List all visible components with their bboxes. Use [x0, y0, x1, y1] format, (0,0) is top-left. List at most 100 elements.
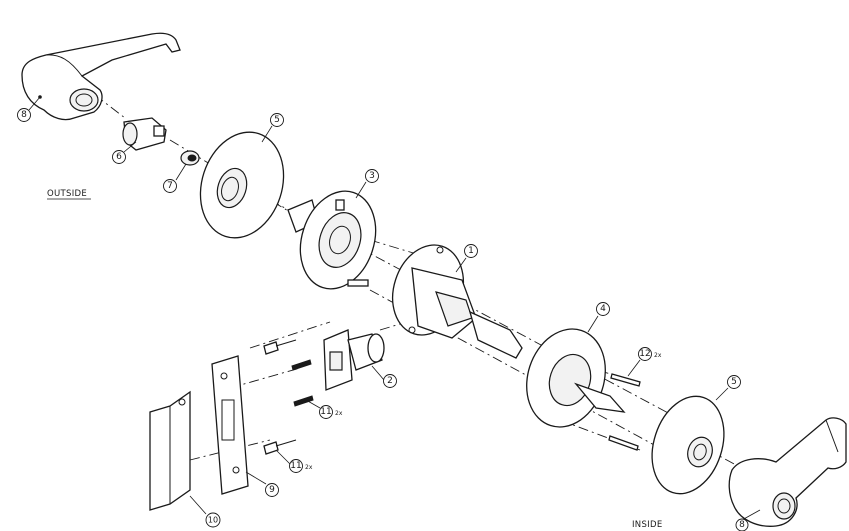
screw-body-lower — [293, 395, 314, 407]
leader-4 — [587, 315, 599, 333]
plate-tab-top — [335, 199, 345, 211]
axis-strike-screw — [229, 367, 301, 389]
outside-label-text: OUTSIDE — [47, 189, 87, 199]
leader-11-a — [305, 399, 321, 409]
callout-4: 4 — [596, 302, 610, 316]
screw-head-strike — [263, 441, 279, 455]
leader-7 — [175, 163, 187, 181]
callout-8-top-label: 8 — [21, 110, 27, 120]
inside-lever-edge — [825, 419, 839, 453]
callout-5-top-label: 5 — [274, 115, 280, 125]
leader-10 — [189, 495, 207, 515]
lock-chassis — [392, 244, 523, 359]
leader-2 — [371, 365, 385, 381]
callout-leaders — [28, 96, 761, 521]
chassis-spindle — [468, 310, 523, 359]
leader-5-bottom — [715, 387, 729, 401]
mounting-plate-recess — [318, 212, 362, 268]
callout-4-label: 4 — [600, 304, 606, 314]
strike-box-hole — [178, 398, 186, 406]
strike-hole-bottom — [232, 466, 240, 474]
leader-3 — [355, 181, 367, 199]
leader-9 — [245, 471, 267, 485]
leader-12 — [627, 359, 641, 377]
outside-rose — [199, 131, 285, 239]
callout-8-bottom: 8 — [735, 518, 749, 531]
rose-hub-outside — [216, 167, 248, 209]
latch-screw-lower — [293, 395, 314, 407]
strike-opening — [221, 399, 235, 441]
inside-spindle — [573, 382, 626, 413]
strike-hole-top — [220, 372, 228, 380]
inside-lever-hub — [772, 492, 796, 520]
callout-3-label: 3 — [369, 171, 375, 181]
callout-1: 1 — [464, 244, 478, 258]
latch-screw-top — [263, 339, 297, 355]
leader-8-bottom — [741, 509, 761, 521]
callout-11-a: 11 2x — [319, 405, 343, 419]
callout-9-label: 9 — [269, 485, 275, 495]
latch-bolt — [329, 351, 343, 371]
callout-12-label: 12 — [639, 349, 650, 359]
axis-inside-screw-bottom — [559, 419, 641, 451]
axis-screw-top — [249, 321, 331, 349]
callout-5-top: 5 — [270, 113, 284, 127]
outside-mounting-plate — [287, 190, 377, 290]
rose-hole-outside — [221, 176, 239, 202]
cylinder-plug — [122, 117, 167, 151]
callout-7: 7 — [163, 179, 177, 193]
strike-screw — [263, 439, 297, 455]
machine-screw-top-body — [610, 373, 641, 387]
callout-6: 6 — [112, 150, 126, 164]
inside-plate-recess — [548, 353, 592, 407]
callout-5-bottom-label: 5 — [731, 377, 737, 387]
callout-2-label: 2 — [387, 376, 393, 386]
latch-tube-end — [367, 333, 385, 363]
leader-8-top — [28, 96, 41, 111]
callout-2: 2 — [383, 374, 397, 388]
lever-hub-inner — [75, 93, 93, 107]
callout-1-label: 1 — [468, 246, 474, 256]
inside-label-text: INSIDE — [632, 520, 662, 530]
leader-1 — [455, 257, 467, 273]
leader-5-top — [261, 125, 273, 143]
inside-screw-bottom — [608, 435, 639, 451]
callout-11-a-label: 11 — [320, 407, 331, 417]
plate-post — [347, 279, 369, 287]
strike-plate-body — [211, 355, 249, 495]
cylinder-tailpiece — [153, 125, 165, 137]
callout-10: 10 — [205, 512, 221, 528]
lever-body-inside — [728, 417, 847, 527]
callout-5-bottom: 5 — [727, 375, 741, 389]
callout-11-b-label: 11 — [290, 461, 301, 471]
outside-lever-handle — [21, 32, 181, 121]
callout-6-label: 6 — [116, 152, 122, 162]
callout-8-bottom-label: 8 — [739, 520, 745, 530]
rose-plate-inside — [651, 395, 725, 495]
latch-assembly — [323, 329, 385, 391]
inside-mounting-plate — [526, 328, 626, 428]
callout-10-label: 10 — [208, 516, 218, 525]
latch-screw-mid — [291, 359, 312, 371]
outside-view-label: OUTSIDE — [47, 189, 91, 200]
inside-lever-hub-inner — [777, 498, 791, 514]
callout-11-a-qty: 2x — [335, 410, 343, 417]
chassis-mount-hole-b — [436, 246, 444, 254]
callout-7-label: 7 — [167, 181, 173, 191]
cylinder-ring — [180, 150, 200, 166]
callout-9: 9 — [265, 483, 279, 497]
ring-inner — [187, 154, 197, 162]
screw-shank-strike — [275, 439, 297, 447]
callout-12: 12 2x — [638, 347, 662, 361]
lever-hub-opening — [69, 88, 99, 112]
inside-view-label: INSIDE — [632, 520, 662, 530]
rose-hole-inside — [693, 443, 707, 461]
callout-12-qty: 2x — [654, 352, 662, 359]
leader-11-b — [275, 449, 291, 465]
inside-rose — [651, 395, 725, 495]
mounting-plate-hole — [329, 225, 351, 255]
strike-plate — [211, 355, 249, 495]
lever-edge-line — [45, 54, 83, 77]
